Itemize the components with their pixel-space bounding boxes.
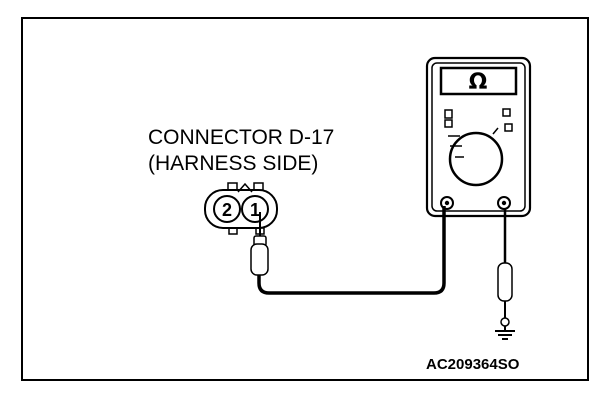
range-marker [444, 109, 453, 119]
connector-side-label: (HARNESS SIDE) [148, 152, 319, 175]
connector-pin-2 [213, 195, 241, 223]
meter-body [425, 56, 532, 218]
v-ohm-jack-center [501, 200, 507, 206]
test-probe-connector [250, 212, 269, 276]
ohm-symbol: Ω [469, 70, 488, 95]
com-jack [440, 196, 454, 210]
figure-code: AC209364SO [426, 356, 520, 373]
connector-foot [228, 227, 238, 235]
meter-display [439, 66, 518, 96]
ohmmeter [425, 56, 532, 218]
connector-d17 [204, 182, 278, 235]
connector-lock-tab [253, 182, 264, 191]
range-marker [504, 123, 513, 132]
selector-dial [448, 131, 504, 187]
test-lead-wire [257, 206, 446, 295]
ground-lead [497, 209, 513, 331]
connector-lock-tab [227, 182, 238, 191]
range-marker [444, 119, 453, 128]
connector-body [204, 189, 278, 229]
connector-name-label: CONNECTOR D-17 [148, 126, 335, 149]
pin-2-label: 2 [222, 200, 232, 220]
range-marker [502, 108, 511, 117]
ground-icon [495, 330, 515, 340]
meter-inner-outline [431, 62, 526, 212]
scale-marks [448, 135, 462, 147]
com-jack-center [444, 200, 450, 206]
connector-pin-1 [241, 195, 269, 223]
pin-1-label: 1 [250, 200, 260, 220]
figure-frame [21, 17, 589, 381]
scale-marks [455, 127, 499, 158]
